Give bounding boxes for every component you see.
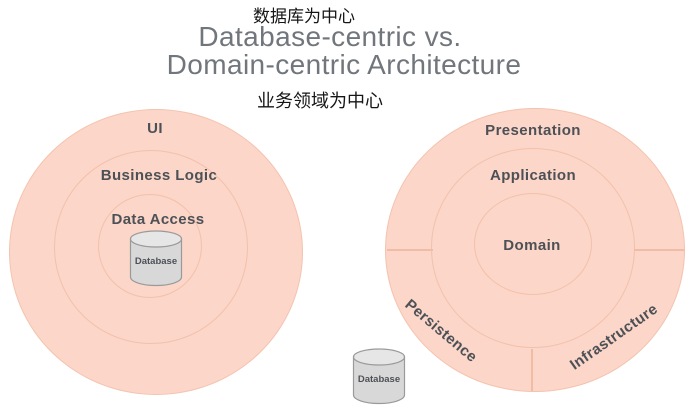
right-inner-ring (474, 193, 592, 295)
database-cylinder-right: Database (352, 348, 406, 406)
caption-domain-centric-zh: 业务领域为中心 (257, 91, 383, 111)
ring-label-presentation: Presentation (485, 122, 581, 139)
ring-label-data-access: Data Access (111, 211, 205, 228)
database-cylinder-icon: Database (352, 348, 406, 405)
right-middle-ring (431, 148, 635, 348)
left-middle-ring (54, 150, 248, 344)
ring-label-domain: Domain (503, 237, 561, 254)
sector-divider-left (387, 249, 433, 251)
left-inner-ring (98, 194, 202, 298)
page-title-line1: Database-centric vs. (198, 21, 462, 52)
database-cylinder-icon: Database (129, 230, 183, 287)
sector-divider-right (634, 249, 684, 251)
database-cylinder-label: Database (135, 256, 177, 267)
database-cylinder-label: Database (358, 374, 400, 385)
database-cylinder-left: Database (129, 230, 183, 288)
ring-label-application: Application (489, 167, 577, 184)
caption-database-centric-zh: 数据库为中心 (253, 7, 355, 26)
ring-label-ui: UI (147, 120, 163, 137)
page-title-line2: Domain-centric Architecture (166, 49, 522, 80)
ring-label-business-logic: Business Logic (100, 167, 218, 184)
sector-divider-bottom (531, 349, 533, 391)
